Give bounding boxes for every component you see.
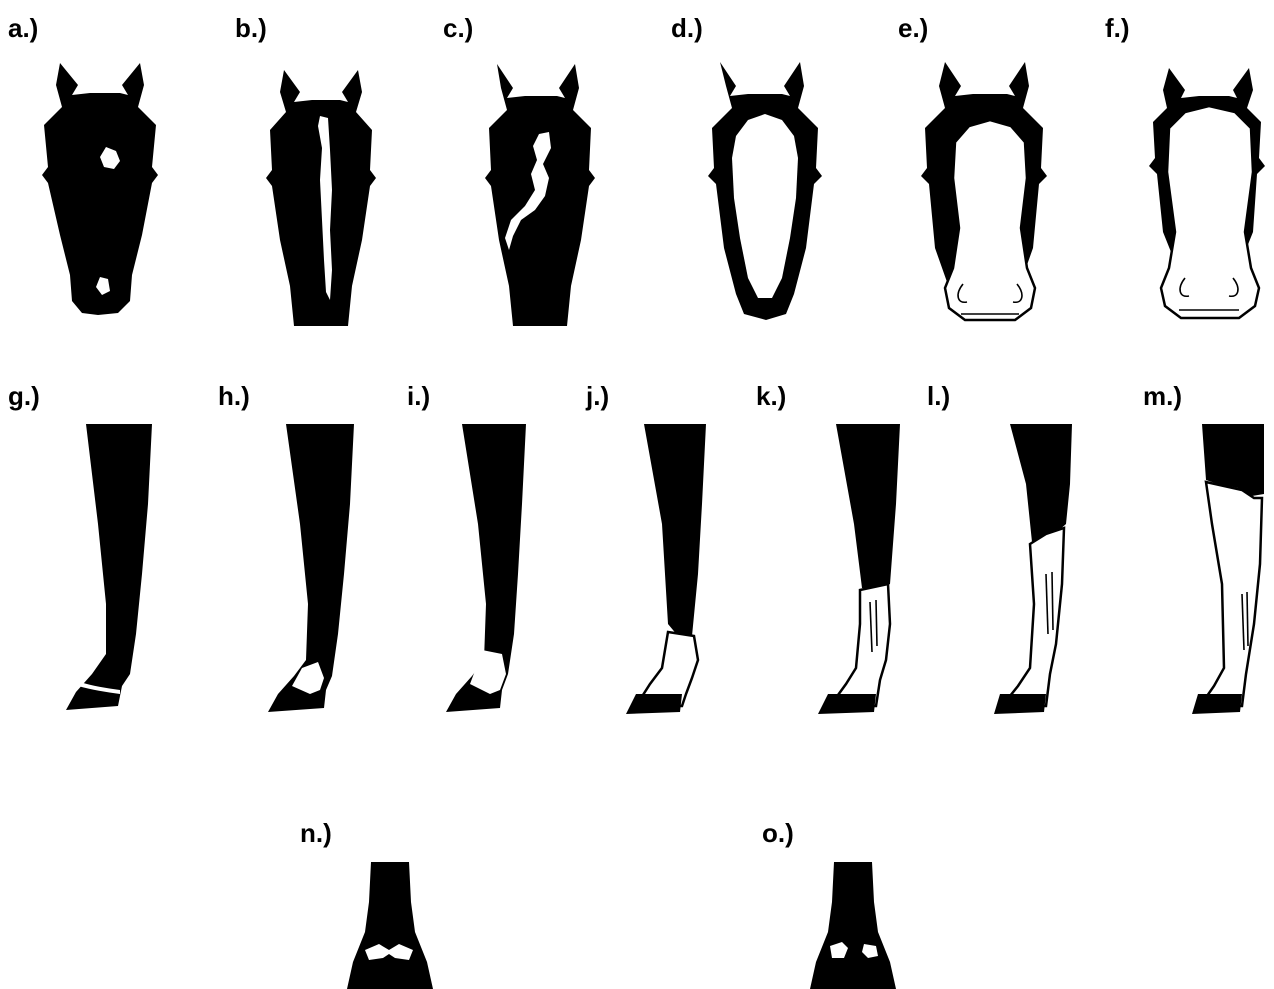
label-g: g.) (8, 383, 40, 409)
horse-head-apron-face (1145, 62, 1274, 332)
horse-leg-sock (622, 424, 722, 714)
label-j: j.) (586, 383, 609, 409)
horse-leg-full-stocking (1188, 424, 1274, 714)
horse-head-stripe (250, 60, 400, 330)
label-f: f.) (1105, 15, 1130, 41)
label-c: c.) (443, 15, 473, 41)
horse-head-bald-face (915, 58, 1065, 333)
label-d: d.) (671, 15, 703, 41)
label-b: b.) (235, 15, 267, 41)
label-i: i.) (407, 383, 430, 409)
horse-leg-half-pastern (442, 424, 542, 714)
label-m: m.) (1143, 383, 1182, 409)
label-a: a.) (8, 15, 38, 41)
hoof-heel-marking-connected (345, 862, 435, 989)
label-h: h.) (218, 383, 250, 409)
horse-leg-half-stocking (814, 424, 914, 714)
horse-leg-coronet (62, 424, 162, 714)
horse-leg-stocking (990, 424, 1090, 714)
horse-head-blaze (690, 58, 840, 328)
label-o: o.) (762, 820, 794, 846)
label-n: n.) (300, 820, 332, 846)
label-e: e.) (898, 15, 928, 41)
horse-leg-pastern (262, 424, 362, 714)
horse-head-irregular-blaze (465, 60, 615, 330)
label-l: l.) (927, 383, 950, 409)
label-k: k.) (756, 383, 786, 409)
hoof-heel-marking-separate (808, 862, 898, 989)
horse-head-star-snip (20, 55, 180, 325)
